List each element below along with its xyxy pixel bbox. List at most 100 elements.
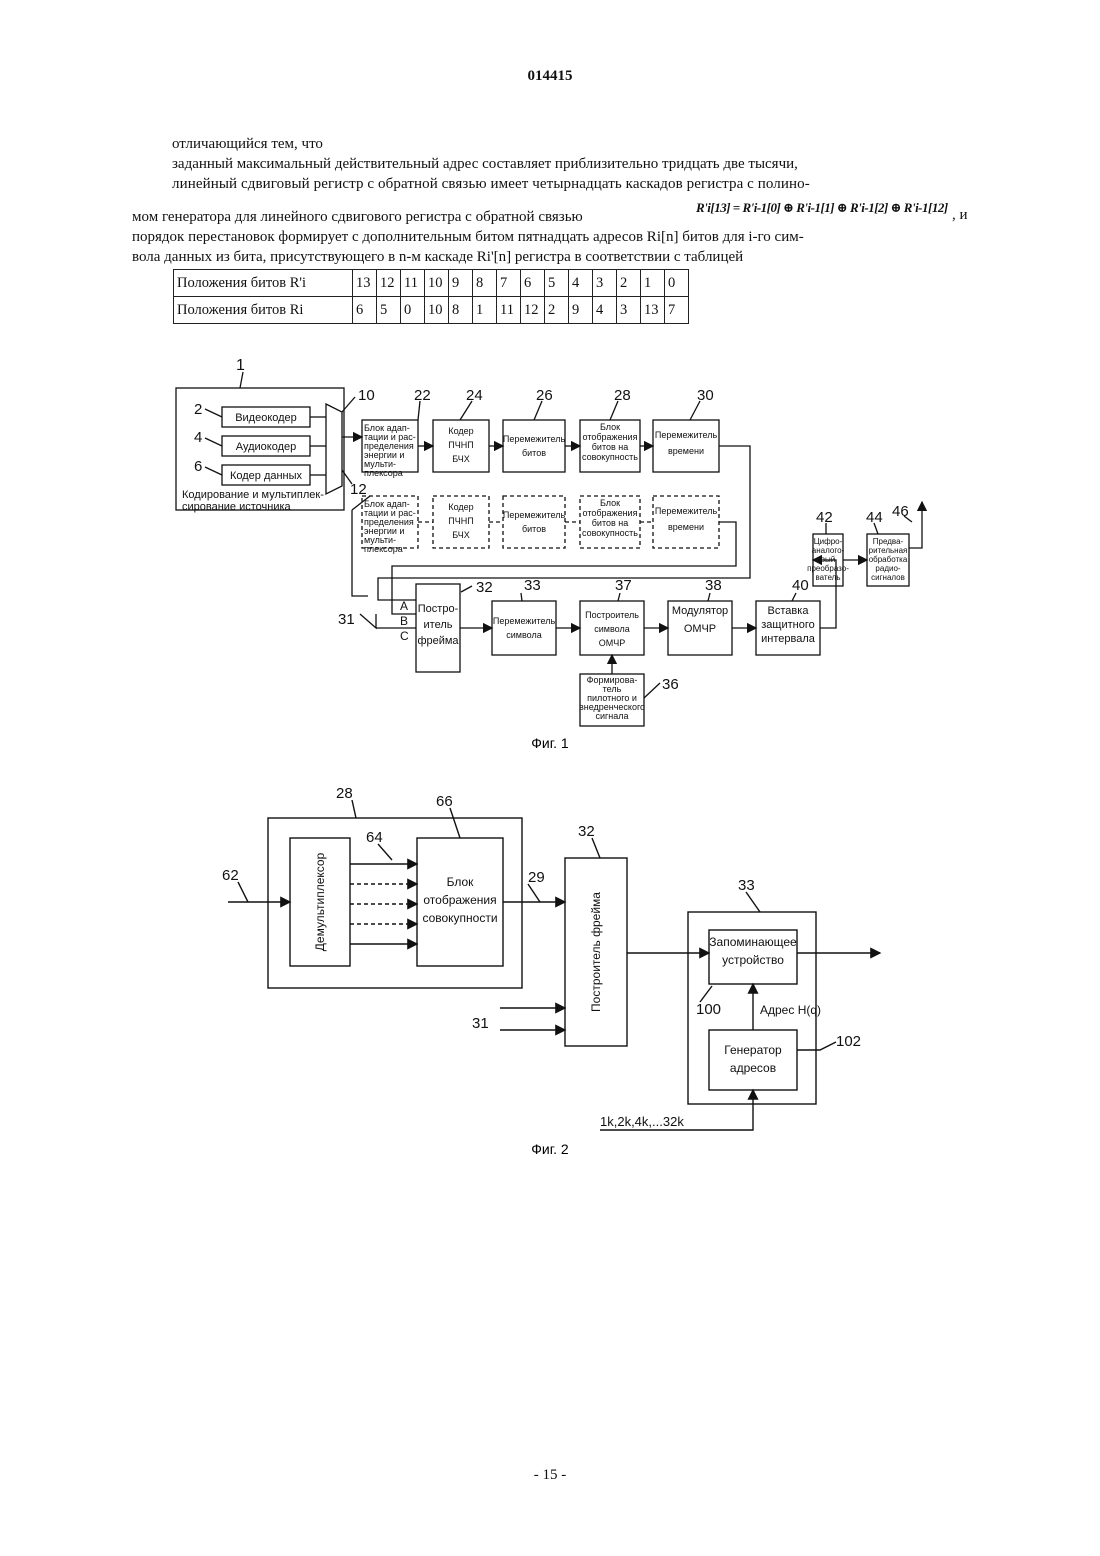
ldpc1-l1: Кодер	[448, 426, 473, 436]
ldpc2-l1: Кодер	[448, 502, 473, 512]
timeint2-l2: времени	[668, 522, 704, 532]
ldpc2-l3: БЧХ	[452, 530, 470, 540]
rf-l3: обработка	[869, 555, 908, 564]
ref-32: 32	[476, 579, 493, 596]
frame-label: Построитель фрейма	[589, 892, 603, 1012]
fig2-caption: Фиг. 2	[531, 1141, 569, 1157]
bit-interleaver-2	[503, 496, 565, 548]
fig1-caption: Фиг. 1	[531, 735, 569, 751]
ref-46: 46	[892, 503, 909, 520]
map-l1: Блок	[447, 875, 475, 889]
map2-l1: Блок	[600, 498, 620, 508]
mod-l1: Модулятор	[672, 605, 728, 617]
gen-l1: Генератор	[724, 1043, 782, 1057]
bitint1-l2: битов	[522, 448, 546, 458]
ref-33: 33	[524, 577, 541, 594]
map2-l2: отображения	[583, 508, 638, 518]
fig2-ref-100: 100	[696, 1001, 721, 1018]
sym-l3: ОМЧР	[599, 638, 625, 648]
data-coder-label: Кодер данных	[230, 470, 303, 482]
fig2-ref-28: 28	[336, 785, 353, 802]
ref-38: 38	[705, 577, 722, 594]
map1-l1: Блок	[600, 422, 620, 432]
frame1-l1: Постро-	[418, 603, 459, 615]
map2-l3: битов на	[592, 518, 628, 528]
dac-l3: вый	[821, 555, 835, 564]
mem-l2: устройство	[722, 953, 784, 967]
ref-31: 31	[338, 611, 355, 628]
ref-2: 2	[194, 401, 202, 418]
ref-36: 36	[662, 676, 679, 693]
map2-l4: совокупность	[582, 528, 638, 538]
map1-l3: битов на	[592, 442, 628, 452]
map1-l4: совокупность	[582, 452, 638, 462]
ref-6: 6	[194, 458, 202, 475]
fig2-ref-102: 102	[836, 1033, 861, 1050]
ref-22: 22	[414, 387, 431, 404]
mod-l2: ОМЧР	[684, 623, 716, 635]
adapt2-l6: плексора	[364, 544, 403, 554]
dac-l2: аналого-	[812, 546, 845, 555]
ldpc2-l2: ПЧНП	[448, 516, 473, 526]
port-a: A	[400, 599, 408, 613]
audio-coder-label: Аудиокодер	[236, 441, 297, 453]
source-label-2: сирование источника	[182, 501, 292, 513]
fig2-ref-62: 62	[222, 867, 239, 884]
fig2-ref-33: 33	[738, 877, 755, 894]
dac-l4: преобразо-	[807, 564, 849, 573]
mem-l1: Запоминающее	[709, 935, 797, 949]
timeint2-l1: Перемежитель	[655, 506, 718, 516]
source-label-1: Кодирование и мультиплек-	[182, 489, 324, 501]
adapt1-l6: плексора	[364, 468, 403, 478]
guard-l1: Вставка	[768, 605, 810, 617]
guard-l2: защитного	[761, 619, 814, 631]
bit-interleaver-1	[503, 420, 565, 472]
map-l3: совокупности	[422, 911, 497, 925]
frame1-l2: итель	[424, 619, 453, 631]
ldpc1-l3: БЧХ	[452, 454, 470, 464]
video-coder-label: Видеокодер	[235, 412, 297, 424]
ref-28: 28	[614, 387, 631, 404]
fig2-ref-32: 32	[578, 823, 595, 840]
ref-40: 40	[792, 577, 809, 594]
ref-12: 12	[350, 481, 367, 498]
bitint2-l1: Перемежитель	[503, 510, 566, 520]
dac-l1: Цифро-	[814, 537, 843, 546]
address-gen-box	[709, 1030, 797, 1090]
dac-l5: ватель	[815, 573, 840, 582]
timeint1-l2: времени	[668, 446, 704, 456]
ref-26: 26	[536, 387, 553, 404]
map-l2: отображения	[423, 893, 496, 907]
page-number: - 15 -	[0, 1467, 1100, 1484]
port-c: C	[400, 629, 409, 643]
pilot-l5: сигнала	[595, 711, 628, 721]
symint-l2: символа	[506, 630, 541, 640]
addr-label: Адрес H(q)	[760, 1003, 821, 1017]
bitint1-l1: Перемежитель	[503, 434, 566, 444]
rf-l4: радио-	[875, 564, 900, 573]
rf-l5: сигналов	[871, 573, 905, 582]
fig2-ref-29: 29	[528, 869, 545, 886]
ref-42: 42	[816, 509, 833, 526]
bitint2-l2: битов	[522, 524, 546, 534]
port-b: B	[400, 614, 408, 628]
sym-l1: Построитель	[585, 610, 639, 620]
symbol-interleaver	[492, 601, 556, 655]
guard-l3: интервала	[761, 633, 816, 645]
frame1-l3: фрейма	[417, 635, 459, 647]
ref-30: 30	[697, 387, 714, 404]
map1-l2: отображения	[583, 432, 638, 442]
ref-24: 24	[466, 387, 483, 404]
rf-l1: Предва-	[873, 537, 904, 546]
source-mux	[326, 404, 342, 494]
ref-37: 37	[615, 577, 632, 594]
sym-l2: символа	[594, 624, 629, 634]
fig2-ref-64: 64	[366, 829, 383, 846]
ref-10: 10	[358, 387, 375, 404]
ref-4: 4	[194, 429, 202, 446]
ldpc1-l2: ПЧНП	[448, 440, 473, 450]
rf-l2: рительная	[869, 546, 908, 555]
ref-1: 1	[236, 357, 245, 374]
mode-list: 1k,2k,4k,...32k	[600, 1114, 684, 1129]
